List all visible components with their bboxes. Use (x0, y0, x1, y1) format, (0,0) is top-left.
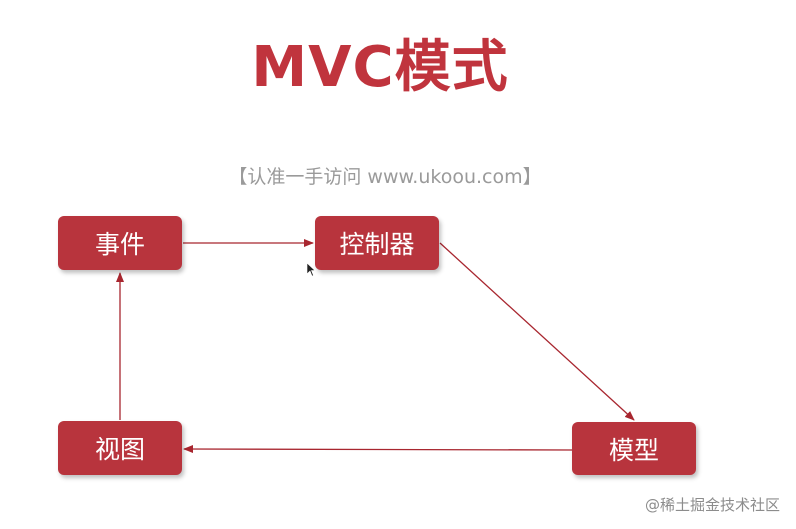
arrow-controller-to-model (439, 242, 635, 421)
arrow-model-to-view (183, 445, 573, 454)
view-node-label: 视图 (94, 435, 145, 464)
model-node: 模型 (572, 422, 696, 475)
model-node-label: 模型 (608, 435, 659, 465)
view-node: 视图 (58, 421, 182, 475)
event-node: 事件 (58, 216, 182, 270)
page-title: MVC模式 (251, 35, 509, 100)
controller-node-label: 控制器 (339, 230, 415, 259)
credit-watermark: @稀土掘金技术社区 (644, 496, 780, 514)
controller-node: 控制器 (315, 216, 439, 270)
watermark-text: 【认准一手访问 www.ukoou.com】 (228, 166, 542, 188)
mouse-cursor-icon (306, 262, 316, 277)
event-node-label: 事件 (94, 230, 145, 259)
